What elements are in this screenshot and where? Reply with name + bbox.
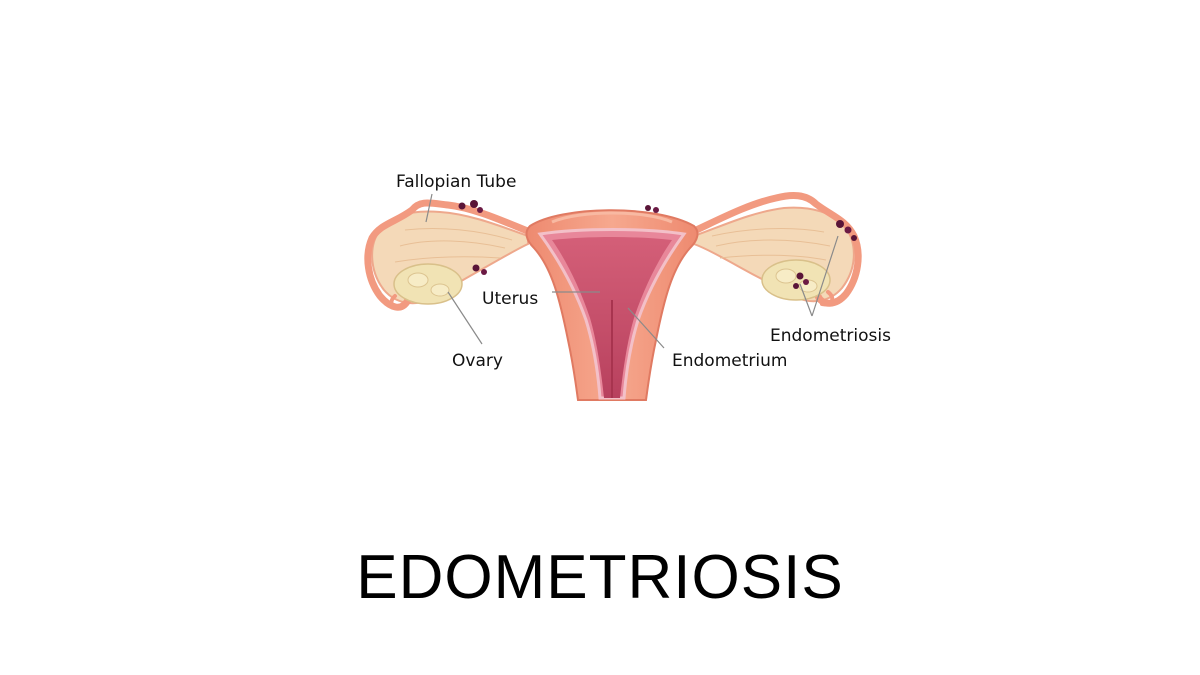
lesion <box>470 200 478 208</box>
lesion <box>477 207 483 213</box>
page-title: EDOMETRIOSIS <box>356 543 844 612</box>
lesion <box>803 279 809 285</box>
left-ovary <box>389 263 463 311</box>
lesion <box>472 264 480 272</box>
right-ovary <box>761 259 835 307</box>
lesion <box>844 226 852 234</box>
lesion <box>796 272 804 280</box>
leader-lines <box>425 193 839 349</box>
leader-ovary <box>447 291 483 345</box>
leader-endometriosis-1 <box>799 283 813 317</box>
lesion <box>836 220 844 228</box>
endometriosis-lesions <box>458 200 857 289</box>
label-uterus: Uterus <box>482 289 538 309</box>
label-endometrium: Endometrium <box>672 351 787 371</box>
leader-fallopian-tube <box>425 193 433 223</box>
endometrium <box>537 228 687 400</box>
label-fallopian-tube: Fallopian Tube <box>396 172 516 192</box>
leader-endometriosis-2 <box>811 235 839 317</box>
label-endometriosis: Endometriosis <box>770 326 891 346</box>
label-ovary: Ovary <box>452 351 503 371</box>
lesion <box>481 269 487 275</box>
leader-endometrium <box>627 307 665 349</box>
lesion <box>458 202 466 210</box>
lesion <box>793 283 799 289</box>
lesion <box>851 235 857 241</box>
lesion <box>653 207 659 213</box>
lesion <box>645 205 651 211</box>
